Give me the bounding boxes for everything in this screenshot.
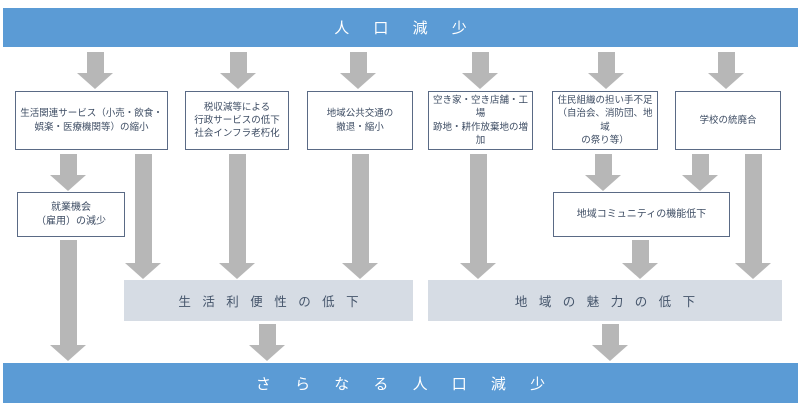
arrow-shaft <box>86 52 104 73</box>
mid-box-community-function: 地域コミュニティの機能低下 <box>553 192 730 237</box>
arrow-shaft <box>351 154 369 263</box>
arrow-head-icon <box>220 73 256 89</box>
arrow-head-icon <box>735 263 771 279</box>
arrow-shaft <box>691 154 709 175</box>
top-banner-population-decline: 人 口 減 少 <box>3 8 798 47</box>
arrow-shaft <box>134 154 152 263</box>
arrow-banner-to-life-services <box>77 52 113 89</box>
arrow-head-icon <box>219 263 255 279</box>
arrow-shaft <box>469 154 487 263</box>
arrow-head-icon <box>588 73 624 89</box>
arrow-public-transport-to-convenience <box>342 154 378 279</box>
cause-box-resident-organizations: 住民組織の担い手不足 （自治会、消防団、地域 の祭り等） <box>552 91 658 150</box>
arrow-shaft <box>717 52 735 73</box>
arrow-banner-to-vacant-properties <box>462 52 498 89</box>
mid-box-label: 就業機会 （雇用）の減少 <box>36 201 106 227</box>
arrow-shaft <box>59 154 77 175</box>
arrow-head-icon <box>50 175 86 191</box>
arrow-head-icon <box>342 263 378 279</box>
cause-box-vacant-properties: 空き家・空き店舗・工場 跡地・耕作放棄地の増 加 <box>428 91 533 150</box>
arrow-convenience-to-bottom-banner <box>249 324 285 361</box>
cause-label: 学校の統廃合 <box>699 114 757 126</box>
arrow-banner-to-school-consolidation <box>708 52 744 89</box>
arrow-school-consolidation-to-community <box>682 154 718 191</box>
arrow-shaft <box>631 240 649 263</box>
arrow-community-to-attractiveness <box>622 240 658 279</box>
arrow-head-icon <box>340 73 376 89</box>
arrow-shaft <box>597 52 615 73</box>
outcome-bar-convenience-decline: 生 活 利 便 性 の 低 下 <box>124 280 413 321</box>
arrow-life-services-to-employment <box>50 154 86 191</box>
arrow-shaft <box>601 324 619 345</box>
arrow-banner-to-tax-revenue <box>220 52 256 89</box>
arrow-shaft <box>258 324 276 345</box>
arrow-head-icon <box>125 263 161 279</box>
cause-box-tax-revenue: 税収減等による 行政サービスの低下 社会インフラ老朽化 <box>185 91 289 150</box>
bottom-banner-label: さ ら な る 人 口 減 少 <box>255 375 556 393</box>
arrow-shaft <box>594 154 612 175</box>
outcome-label: 地 域 の 魅 力 の 低 下 <box>514 295 700 309</box>
arrow-head-icon <box>77 73 113 89</box>
arrow-life-services-to-convenience <box>125 154 161 279</box>
arrow-head-icon <box>682 175 718 191</box>
arrow-banner-to-resident-organizations <box>588 52 624 89</box>
mid-box-employment: 就業機会 （雇用）の減少 <box>17 192 125 237</box>
cause-label: 税収減等による 行政サービスの低下 社会インフラ老朽化 <box>194 101 280 140</box>
arrow-head-icon <box>50 345 86 361</box>
cause-label: 地域公共交通の 撤退・縮小 <box>326 108 394 133</box>
arrow-head-icon <box>622 263 658 279</box>
arrow-school-consolidation-to-attractiveness <box>735 154 771 279</box>
arrow-tax-revenue-to-convenience <box>219 154 255 279</box>
arrow-shaft <box>349 52 367 73</box>
cause-label: 空き家・空き店舗・工場 跡地・耕作放棄地の増 加 <box>432 94 528 146</box>
cause-box-school-consolidation: 学校の統廃合 <box>675 91 781 150</box>
cause-label: 生活関連サービス（小売・飲食・ 娯楽・医療機関等）の縮小 <box>20 108 163 133</box>
arrow-head-icon <box>460 263 496 279</box>
arrow-shaft <box>229 52 247 73</box>
cause-box-public-transport: 地域公共交通の 撤退・縮小 <box>307 91 413 150</box>
arrow-head-icon <box>249 345 285 361</box>
arrow-shaft <box>471 52 489 73</box>
mid-box-label: 地域コミュニティの機能低下 <box>576 208 707 220</box>
arrow-head-icon <box>585 175 621 191</box>
arrow-head-icon <box>708 73 744 89</box>
arrow-head-icon <box>592 345 628 361</box>
arrow-banner-to-public-transport <box>340 52 376 89</box>
cause-box-life-services: 生活関連サービス（小売・飲食・ 娯楽・医療機関等）の縮小 <box>15 91 168 150</box>
top-banner-label: 人 口 減 少 <box>334 20 477 37</box>
arrow-shaft <box>59 240 77 345</box>
outcome-bar-attractiveness-decline: 地 域 の 魅 力 の 低 下 <box>428 280 782 321</box>
cause-label: 住民組織の担い手不足 （自治会、消防団、地域 の祭り等） <box>557 94 653 146</box>
arrow-resident-organizations-to-community <box>585 154 621 191</box>
arrow-attractiveness-to-bottom-banner <box>592 324 628 361</box>
arrow-shaft <box>228 154 246 263</box>
arrow-shaft <box>744 154 762 263</box>
arrow-vacant-properties-to-attractiveness <box>460 154 496 279</box>
arrow-head-icon <box>462 73 498 89</box>
bottom-banner-further-population-decline: さ ら な る 人 口 減 少 <box>3 363 798 403</box>
outcome-label: 生 活 利 便 性 の 低 下 <box>178 295 363 309</box>
arrow-employment-to-bottom-banner <box>50 240 86 361</box>
